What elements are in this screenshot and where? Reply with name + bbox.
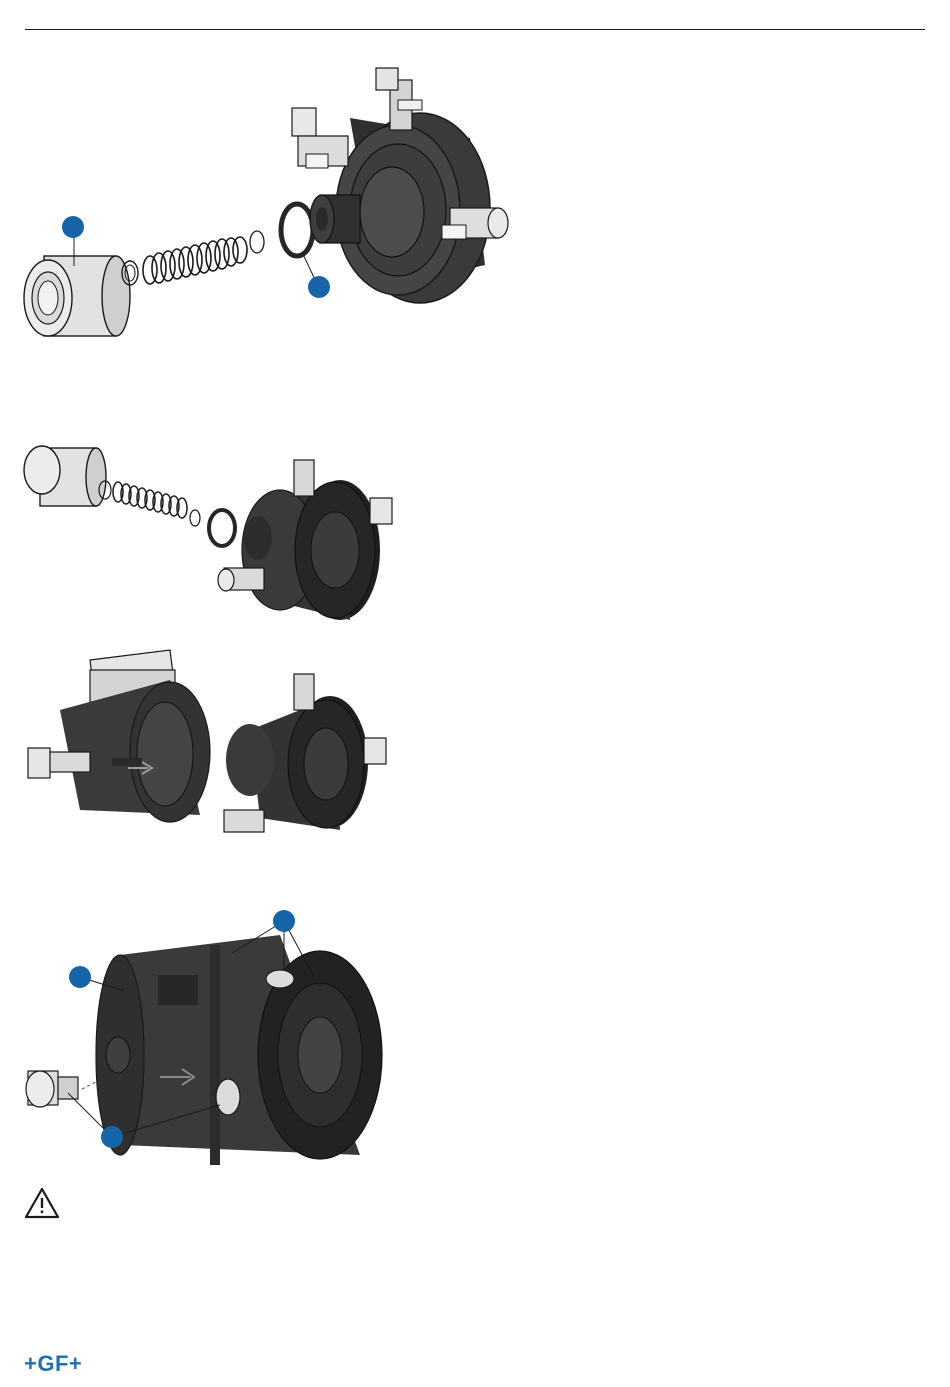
spring-part: [113, 482, 187, 518]
figure-step-2: [20, 440, 410, 630]
valve-body-part: [224, 674, 386, 832]
callout-marker: [308, 276, 330, 298]
figure-step-1: [20, 60, 520, 345]
spring-part: [143, 237, 247, 284]
figure-step-4: [20, 905, 390, 1170]
o-ring-part: [209, 510, 235, 546]
plug-fitting: [266, 970, 294, 988]
header-rule: [25, 29, 925, 30]
gf-logo: +GF+: [24, 1351, 82, 1377]
warning-triangle-icon: [24, 1187, 60, 1219]
figure-step-3: [20, 640, 410, 870]
callout-marker: [69, 966, 91, 988]
callout-marker: [273, 910, 295, 932]
cap-part: [24, 446, 106, 506]
valve-body-part: [218, 460, 392, 620]
loose-plug-part: [26, 1071, 78, 1107]
callout-marker: [62, 216, 84, 238]
valve-body-part: [292, 68, 508, 303]
valve-housing-part: [28, 650, 210, 822]
callout-marker: [101, 1126, 123, 1148]
cap-part: [24, 256, 130, 336]
o-ring-part: [281, 204, 313, 256]
assembled-valve-part: [96, 935, 382, 1165]
